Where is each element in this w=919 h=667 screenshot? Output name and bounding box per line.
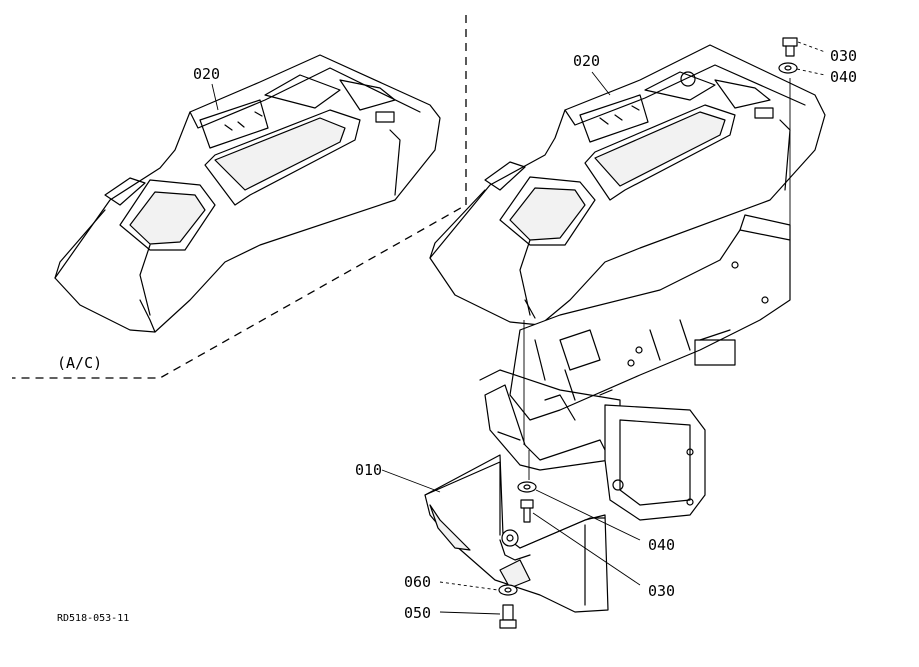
- callout-labels: 020 020 030 040 010 040 030 060 050 (A/C…: [57, 47, 857, 624]
- bolt-bottom-icon: [502, 604, 514, 621]
- screw-mid-icon: [520, 499, 534, 509]
- drawing-code: RD518-053-11: [57, 613, 129, 624]
- washer-top-icon: [778, 62, 798, 74]
- screw-top-icon: [782, 37, 798, 47]
- lower-cover-drawing: [424, 454, 609, 613]
- callout-washer-mid: 040: [648, 536, 675, 554]
- frame-bracket-drawing: [479, 214, 791, 521]
- callout-cover: 010: [355, 461, 382, 479]
- callout-bolt-bottom: 050: [404, 604, 431, 622]
- washer-mid-icon: [517, 481, 537, 493]
- console-right-drawing: [429, 44, 826, 326]
- hardware-drawing: [498, 37, 798, 629]
- callout-console-right: 020: [573, 52, 600, 70]
- callout-washer-bottom: 060: [404, 573, 431, 591]
- leader-lines: [211, 41, 826, 615]
- callout-screw-mid: 030: [648, 582, 675, 600]
- washer-bottom-icon: [498, 584, 518, 596]
- callout-washer-top: 040: [830, 68, 857, 86]
- callout-screw-top: 030: [830, 47, 857, 65]
- callout-console-left: 020: [193, 65, 220, 83]
- section-divider: [12, 15, 467, 379]
- assembly-lines: [523, 78, 791, 480]
- console-left-drawing: [54, 54, 441, 333]
- variant-label: (A/C): [57, 354, 102, 372]
